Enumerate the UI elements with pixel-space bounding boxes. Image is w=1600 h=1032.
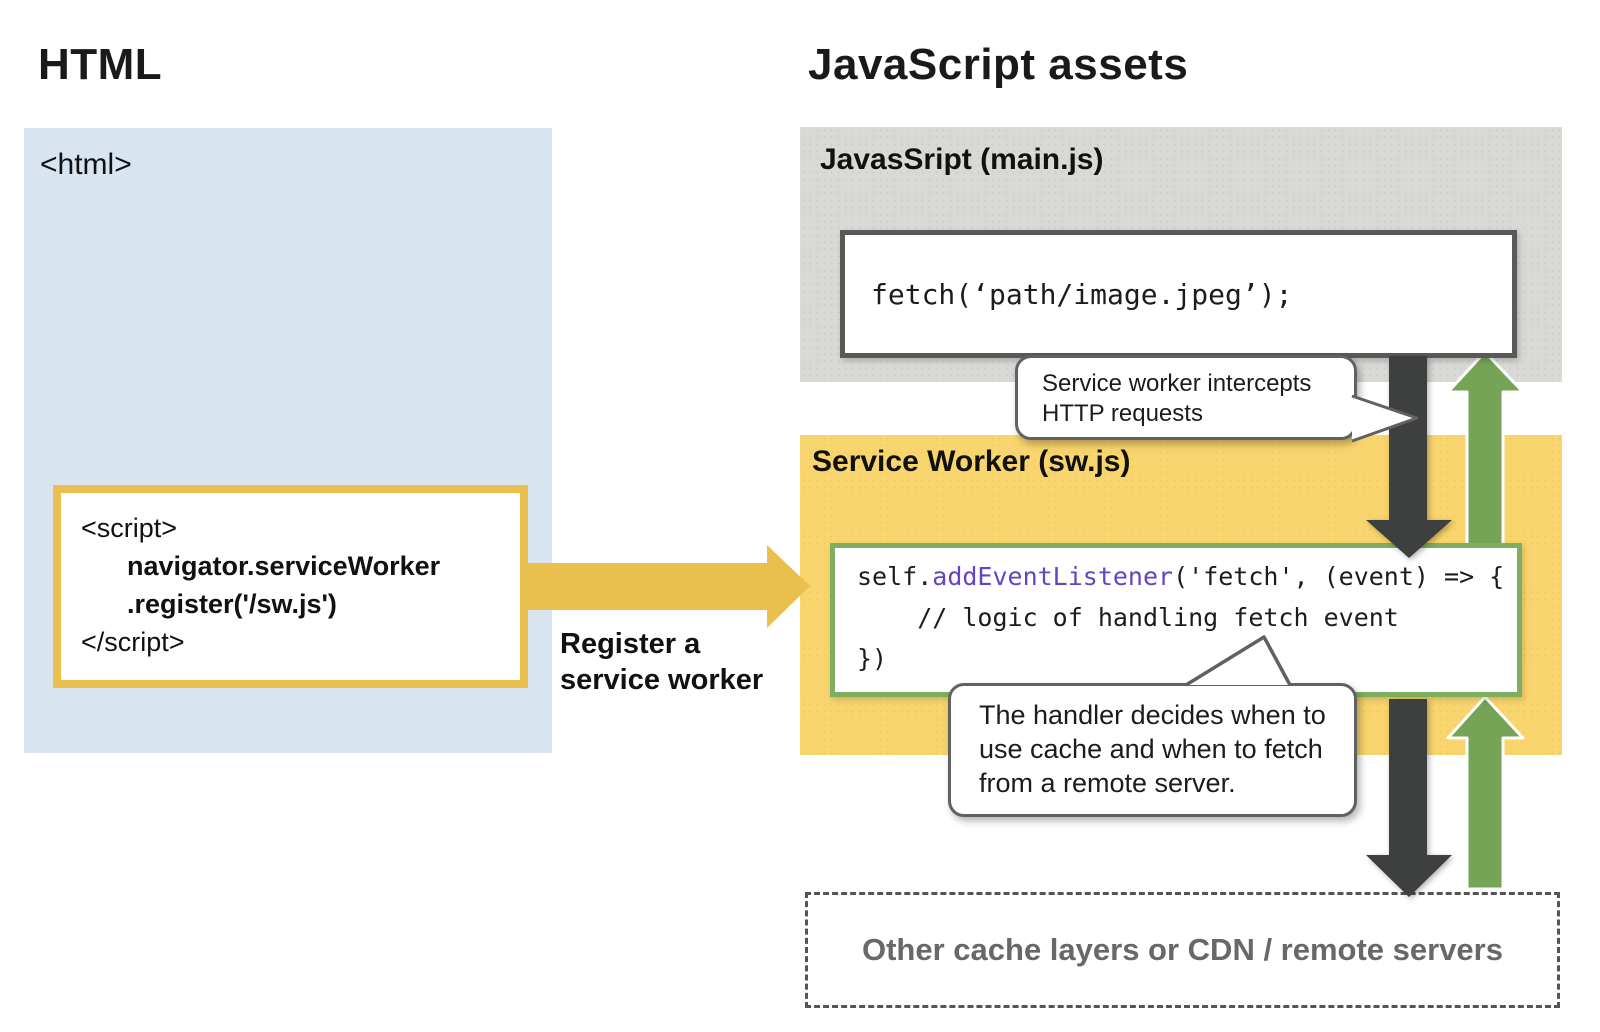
sw-code-line1: self.addEventListener('fetch', (event) =… (857, 562, 1505, 591)
register-arrow-icon (522, 545, 810, 628)
register-arrow-label: Register a service worker (560, 628, 764, 696)
remote-servers-box: Other cache layers or CDN / remote serve… (805, 892, 1560, 1008)
script-register-box: <script> navigator.serviceWorker .regist… (53, 485, 528, 688)
script-open-tag: <script> (81, 513, 178, 543)
sw-code-line3: }) (857, 644, 888, 673)
script-close-tag: </script> (81, 627, 185, 657)
mainjs-panel-title: JavasSript (main.js) (820, 143, 1104, 176)
handler-callout: The handler decides when to use cache an… (948, 683, 1357, 817)
sw-code-line2: // logic of handling fetch event (857, 603, 1399, 632)
sw-code-keyword: addEventListener (932, 562, 1174, 591)
script-code-navigator: navigator.serviceWorker (127, 551, 441, 581)
intercept-callout: Service worker intercepts HTTP requests (1015, 355, 1357, 440)
fetch-code: fetch(‘path/image.jpeg’); (871, 277, 1293, 311)
script-code-register: .register('/sw.js') (127, 589, 337, 619)
sw-code-box: self.addEventListener('fetch', (event) =… (830, 543, 1522, 697)
js-assets-section-title: JavaScript assets (808, 40, 1189, 89)
service-worker-panel-title: Service Worker (sw.js) (812, 445, 1131, 478)
html-section-title: HTML (38, 40, 163, 89)
html-open-tag: <html> (40, 148, 132, 181)
remote-servers-label: Other cache layers or CDN / remote serve… (862, 932, 1503, 967)
fetch-code-box: fetch(‘path/image.jpeg’); (840, 230, 1517, 358)
